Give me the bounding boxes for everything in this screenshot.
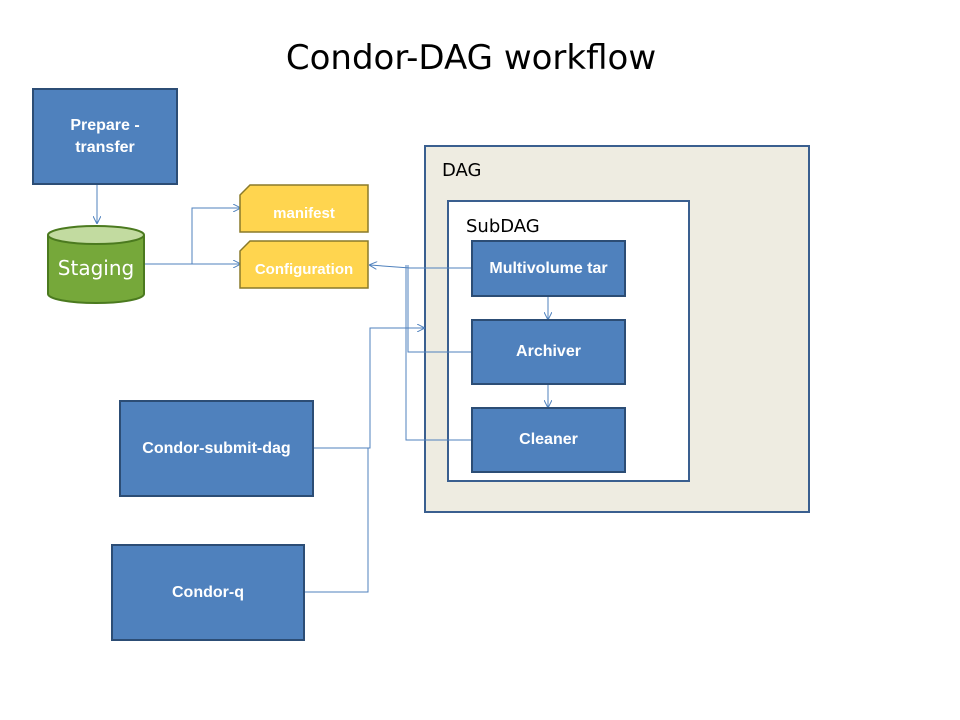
cleaner-label: Cleaner <box>519 431 578 448</box>
multivolume-tar-node: Multivolume tar <box>471 240 626 297</box>
connector-condor-q-to-dag <box>305 448 369 593</box>
connector-archiver-to-configuration <box>407 265 471 353</box>
condor-q-node: Condor-q <box>111 544 305 641</box>
condor-q-label: Condor-q <box>172 583 244 601</box>
prepare-transfer-node: Prepare - transfer <box>32 88 178 185</box>
condor-submit-dag-label: Condor-submit-dag <box>142 439 291 457</box>
staging-database-shape <box>47 225 145 304</box>
dag-label: DAG <box>442 160 482 181</box>
cleaner-node: Cleaner <box>471 407 626 473</box>
connector-jobs-to-configuration <box>370 265 471 268</box>
configuration-document-shape <box>239 240 369 289</box>
diagram-title: Condor-DAG workflow <box>285 38 657 78</box>
configuration-label: Configuration <box>254 261 354 278</box>
archiver-node: Archiver <box>471 319 626 385</box>
condor-submit-dag-node: Condor-submit-dag <box>119 400 314 497</box>
connector-submit-to-dag <box>314 328 424 449</box>
connector-cleaner-to-configuration <box>405 265 471 441</box>
connector-staging-to-manifest <box>145 208 240 265</box>
manifest-document-shape <box>239 184 369 233</box>
subdag-label: SubDAG <box>466 216 540 237</box>
staging-label: Staging <box>57 256 135 280</box>
multivolume-tar-label: Multivolume tar <box>489 259 608 277</box>
prepare-transfer-label: Prepare - transfer <box>70 116 140 156</box>
archiver-label: Archiver <box>516 343 581 360</box>
manifest-label: manifest <box>273 205 335 222</box>
